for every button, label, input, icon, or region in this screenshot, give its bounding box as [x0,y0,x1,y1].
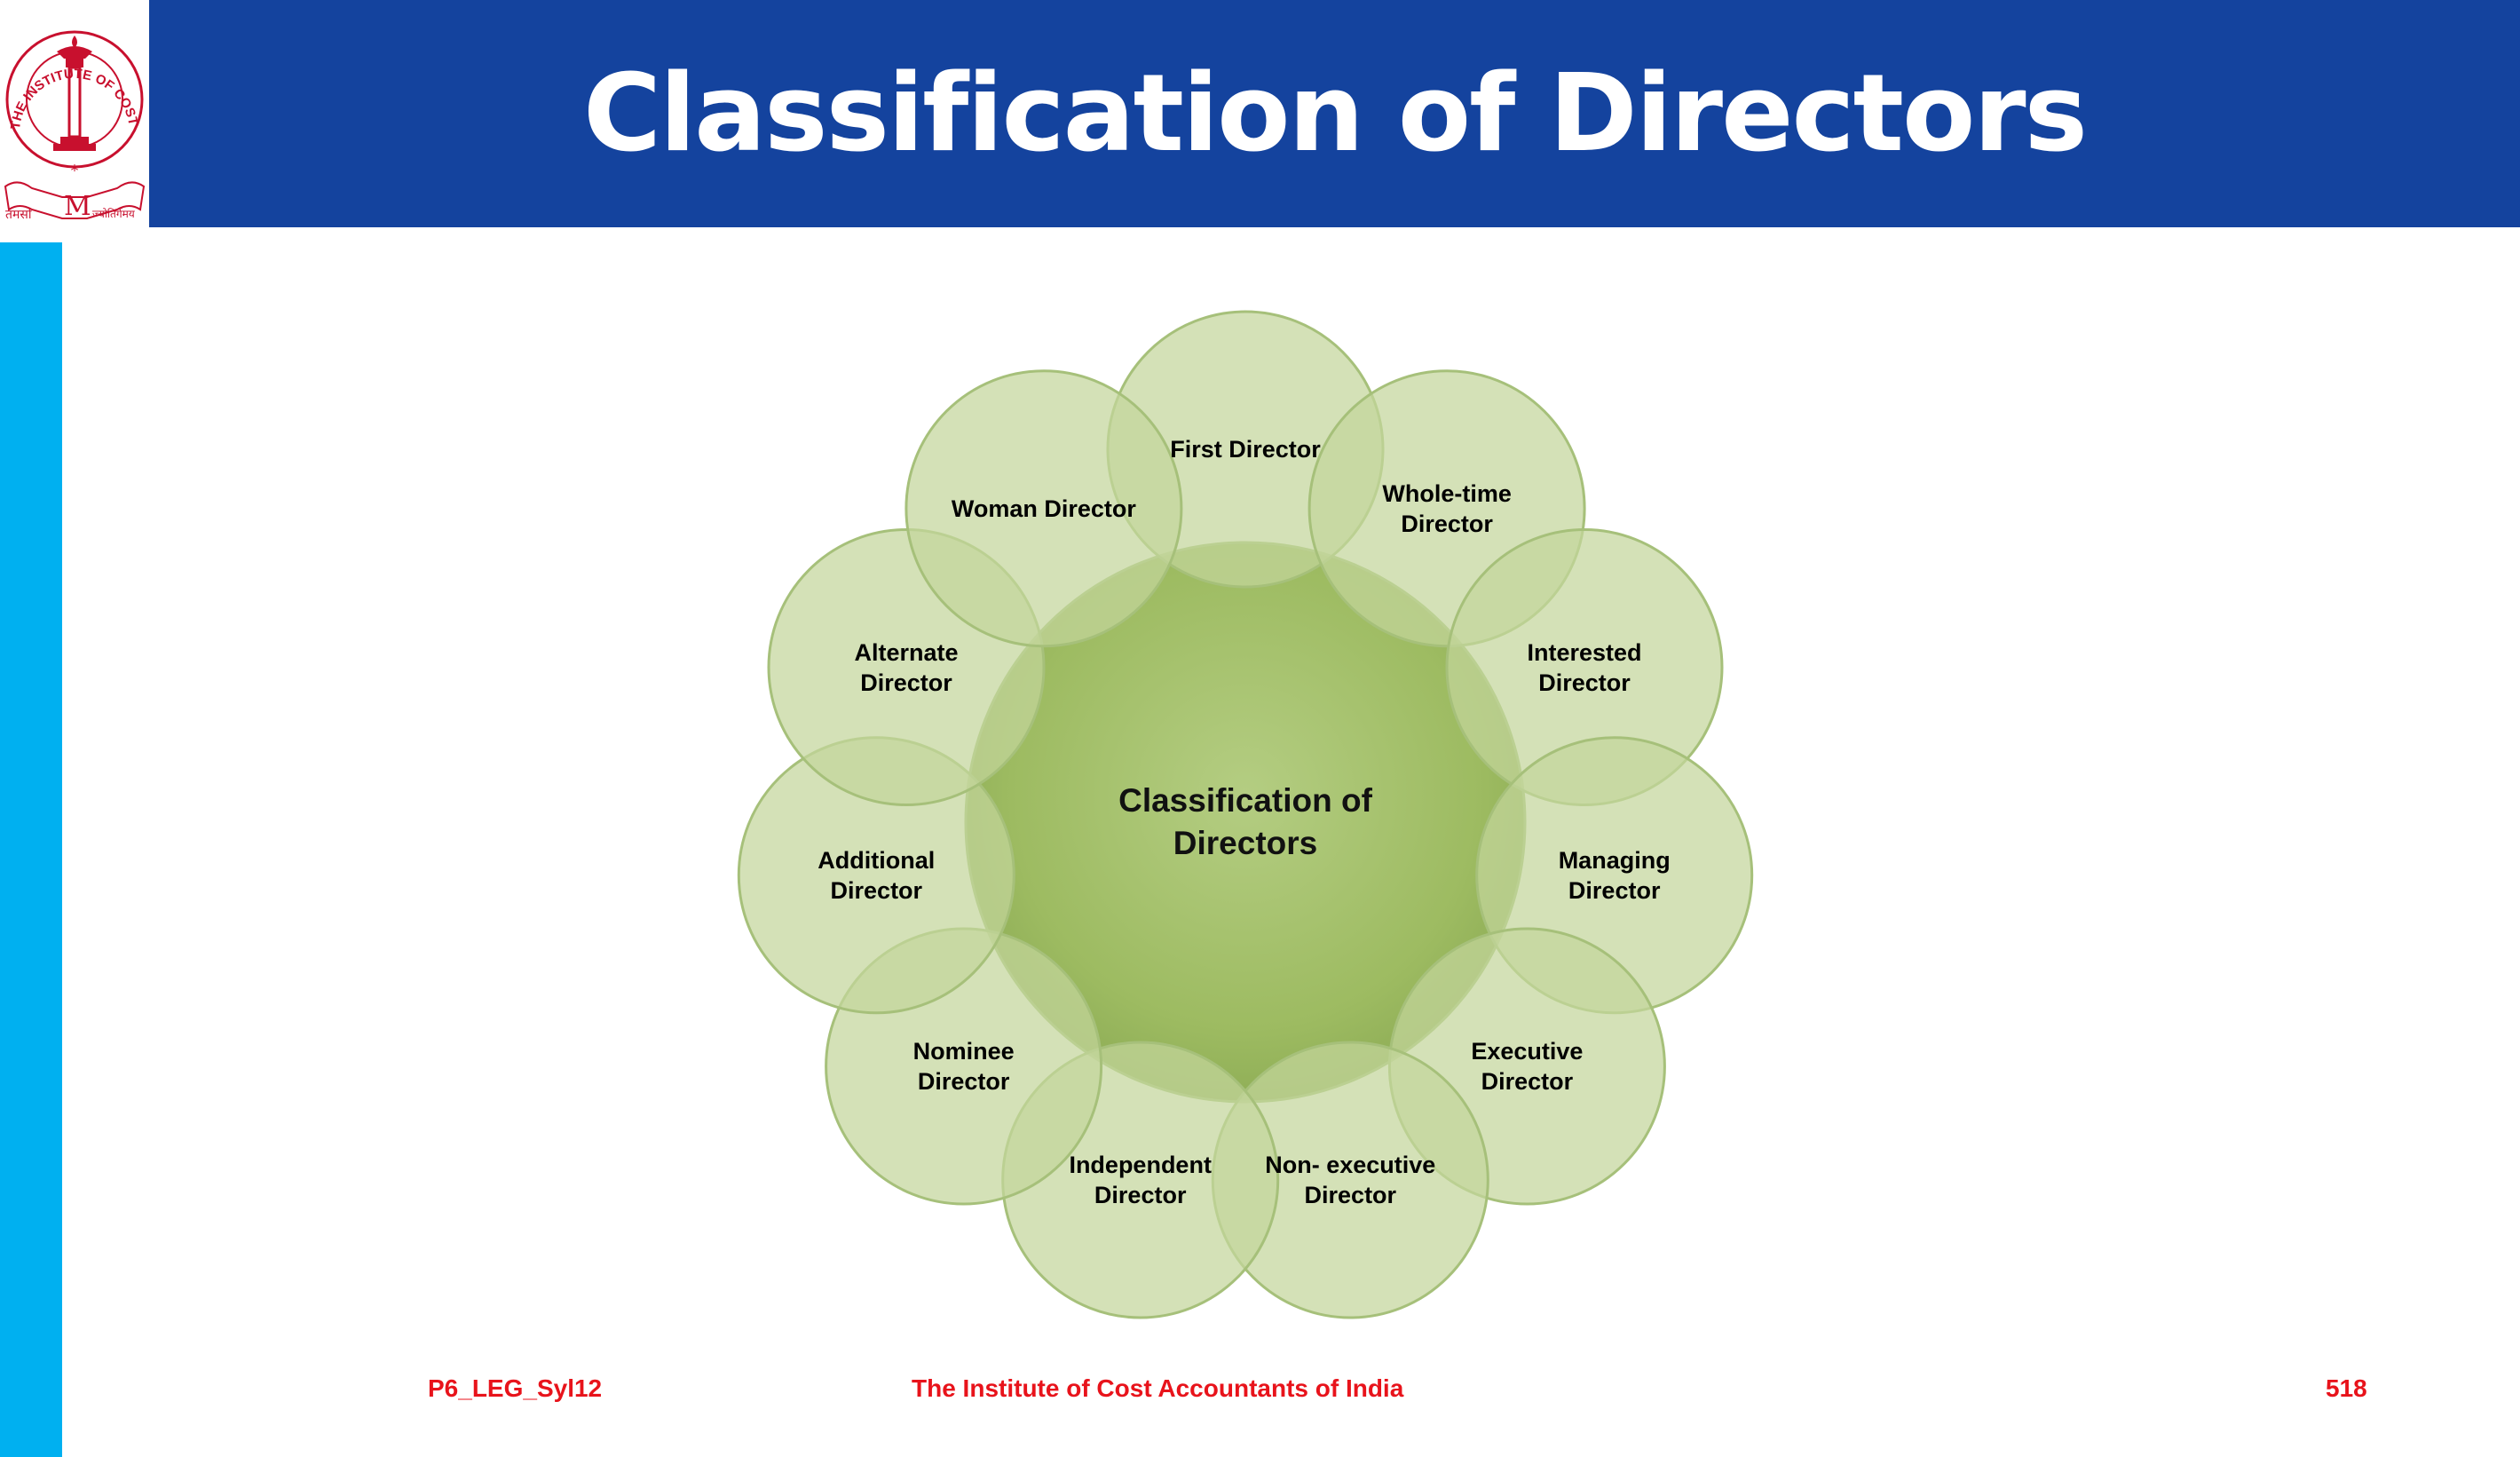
footer-course-code: P6_LEG_Syl12 [428,1374,603,1402]
node-label-additional: Additional Director [818,846,936,904]
node-label-nominee: Nominee Director [912,1038,1015,1095]
institute-seal-icon: THE INSTITUTE OF COST ACCOUNTANTS OF IND… [0,0,146,222]
motto-left: तमसो [5,208,32,222]
node-label-interested: Interested Director [1527,638,1642,696]
header-bar [0,0,2520,227]
node-label-non-executive: Non- executive Director [1265,1152,1436,1208]
center-label: Classification of Directors [1118,782,1372,861]
node-label-alternate: Alternate Director [854,638,959,696]
logo: THE INSTITUTE OF COST ACCOUNTANTS OF IND… [0,0,149,227]
node-label-first: First Director [1170,436,1321,463]
node-circle-woman [905,369,1183,648]
node-label-managing: Managing Director [1558,846,1671,904]
node-label-woman: Woman Director [951,495,1136,522]
node-label-executive: Executive Director [1471,1038,1584,1095]
left-accent-stripe [0,242,62,1457]
footer-page-number: 518 [2326,1374,2367,1402]
node-label-independent: Independent Director [1069,1152,1212,1208]
slide-title: Classification of Directors [582,51,2088,176]
footer-institute-name: The Institute of Cost Accountants of Ind… [912,1374,1404,1402]
motto-right: ज्योतिर्गमय [92,208,135,220]
node-label-whole-time: Whole-time Director [1382,479,1512,537]
svg-text:M: M [64,191,91,222]
svg-text:*: * [71,162,79,180]
